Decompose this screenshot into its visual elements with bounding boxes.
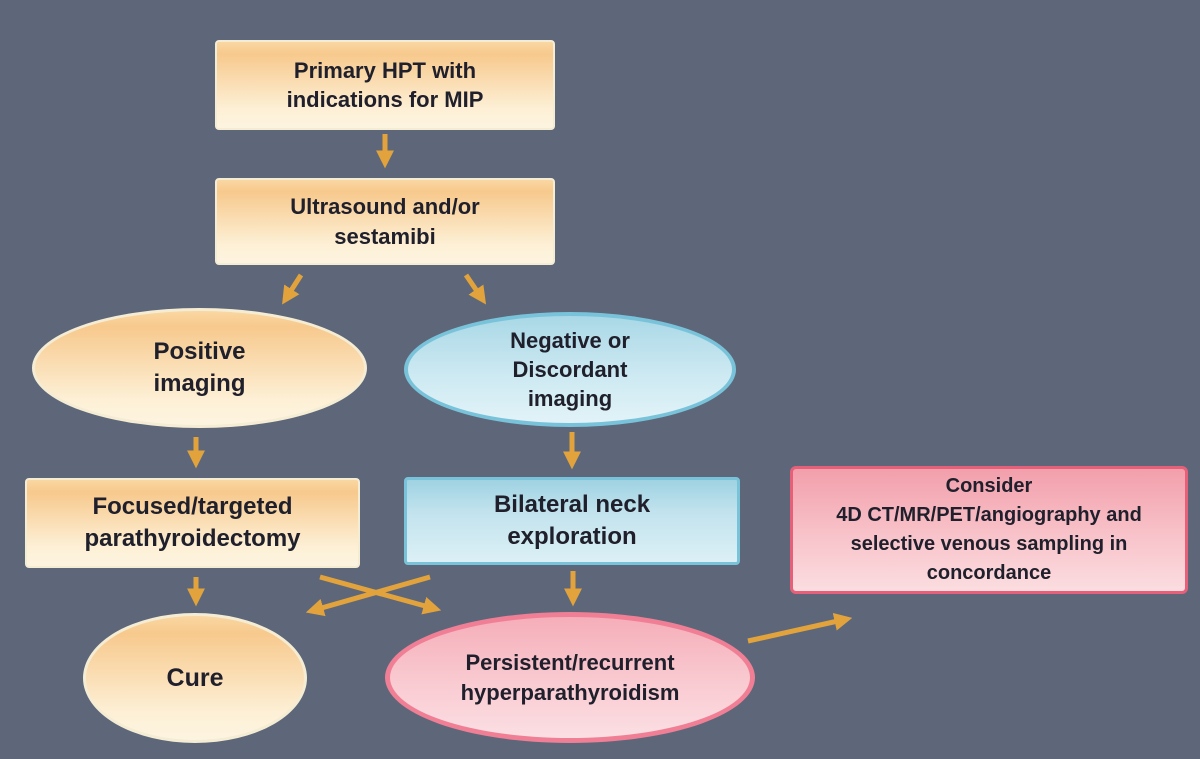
node-persistent-recurrent-hpt: Persistent/recurrent hyperparathyroidism	[385, 612, 755, 743]
node-bilateral-neck-exploration: Bilateral neck exploration	[404, 477, 740, 565]
arrow-ultrasound-to-negative	[466, 275, 483, 300]
arrow-bilateral-to-cure	[311, 577, 430, 611]
node-cure: Cure	[83, 613, 307, 743]
arrow-ultrasound-to-positive	[285, 275, 301, 300]
arrow-focused-to-persistent	[320, 577, 436, 609]
node-consider-additional-imaging: Consider 4D CT/MR/PET/angiography and se…	[790, 466, 1188, 594]
arrow-persistent-to-consider	[748, 619, 847, 641]
node-negative-discordant-imaging: Negative or Discordant imaging	[404, 312, 736, 427]
node-primary-hpt: Primary HPT with indications for MIP	[215, 40, 555, 130]
node-focused-parathyroidectomy: Focused/targeted parathyroidectomy	[25, 478, 360, 568]
node-positive-imaging: Positive imaging	[32, 308, 367, 428]
node-ultrasound-sestamibi: Ultrasound and/or sestamibi	[215, 178, 555, 265]
